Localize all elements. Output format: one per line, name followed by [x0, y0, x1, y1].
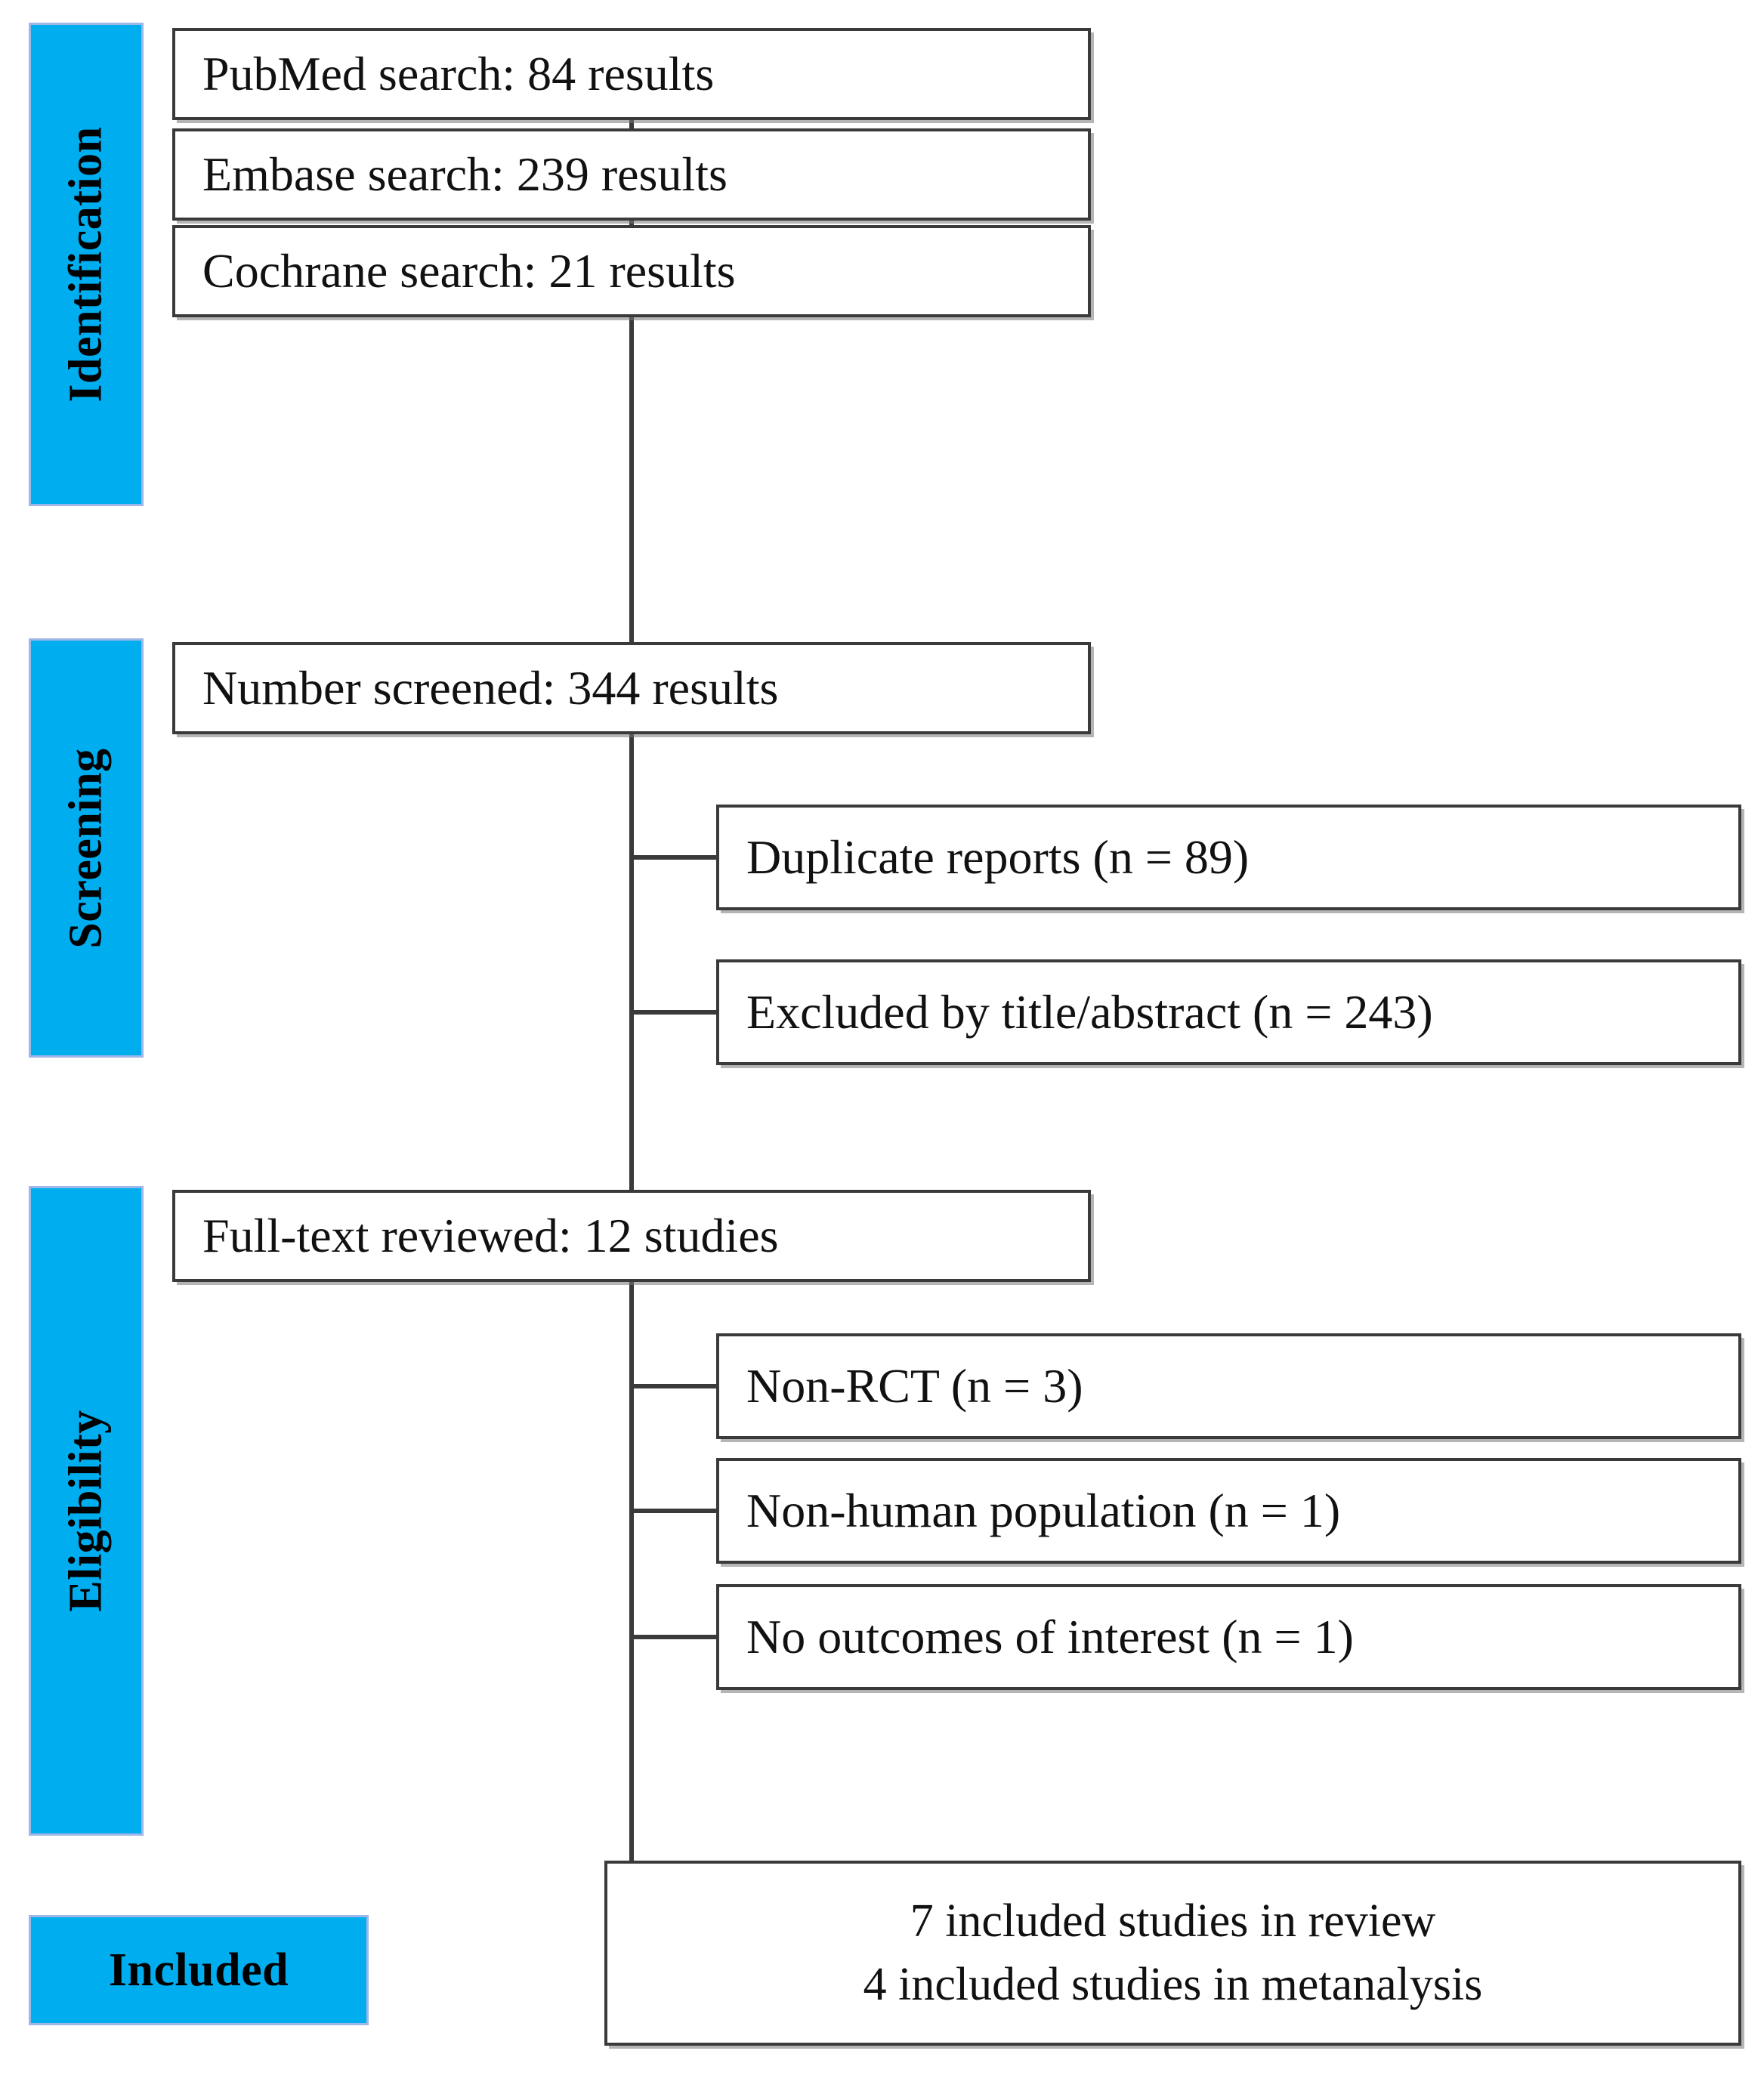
stage-label-eligibility-text: Eligibility: [60, 1410, 112, 1612]
stage-label-included-text: Included: [108, 1944, 289, 1996]
box-non-human-population-text: Non-human population (n = 1): [746, 1484, 1341, 1538]
box-non-rct-text: Non-RCT (n = 3): [746, 1359, 1083, 1413]
box-included-studies-text: 7 included studies in review 4 included …: [863, 1890, 1483, 2016]
connector-screened-to-fulltext: [629, 731, 634, 1196]
box-embase-search-text: Embase search: 239 results: [202, 147, 728, 202]
connector-embase-to-cochrane: [629, 218, 634, 231]
box-duplicate-reports-text: Duplicate reports (n = 89): [746, 830, 1250, 885]
box-non-human-population: Non-human population (n = 1): [716, 1458, 1741, 1564]
stage-label-screening-text: Screening: [60, 747, 112, 949]
box-number-screened-text: Number screened: 344 results: [202, 661, 779, 715]
connector-to-excluded-title-abstract: [629, 1010, 720, 1015]
box-duplicate-reports: Duplicate reports (n = 89): [716, 805, 1741, 910]
box-excluded-title-abstract-text: Excluded by title/abstract (n = 243): [746, 985, 1433, 1039]
stage-label-identification: Identification: [29, 23, 144, 506]
box-pubmed-search-text: PubMed search: 84 results: [202, 47, 715, 101]
box-number-screened: Number screened: 344 results: [172, 642, 1091, 734]
connector-to-non-human-population: [629, 1509, 720, 1513]
connector-cochrane-to-screened: [629, 314, 634, 647]
box-full-text-reviewed-text: Full-text reviewed: 12 studies: [202, 1209, 779, 1263]
stage-label-screening: Screening: [29, 638, 144, 1058]
connector-to-non-rct: [629, 1384, 720, 1388]
connector-pubmed-to-embase: [629, 117, 634, 134]
included-in-metanalysis-line: 4 included studies in metanalysis: [863, 1958, 1483, 2010]
box-pubmed-search: PubMed search: 84 results: [172, 28, 1091, 120]
stage-label-identification-text: Identification: [60, 126, 113, 403]
box-no-outcomes-of-interest: No outcomes of interest (n = 1): [716, 1584, 1741, 1690]
box-non-rct: Non-RCT (n = 3): [716, 1333, 1741, 1439]
box-included-studies: 7 included studies in review 4 included …: [604, 1861, 1741, 2046]
stage-label-eligibility: Eligibility: [29, 1186, 144, 1836]
connector-to-no-outcomes: [629, 1635, 720, 1639]
box-no-outcomes-of-interest-text: No outcomes of interest (n = 1): [746, 1610, 1354, 1664]
box-cochrane-search: Cochrane search: 21 results: [172, 225, 1091, 317]
box-full-text-reviewed: Full-text reviewed: 12 studies: [172, 1190, 1091, 1282]
box-excluded-title-abstract: Excluded by title/abstract (n = 243): [716, 959, 1741, 1065]
box-cochrane-search-text: Cochrane search: 21 results: [202, 244, 736, 298]
stage-label-included: Included: [29, 1915, 369, 2025]
box-embase-search: Embase search: 239 results: [172, 128, 1091, 221]
included-in-review-line: 7 included studies in review: [910, 1895, 1436, 1947]
connector-to-duplicate-reports: [629, 855, 720, 860]
connector-fulltext-to-included: [629, 1279, 634, 1867]
